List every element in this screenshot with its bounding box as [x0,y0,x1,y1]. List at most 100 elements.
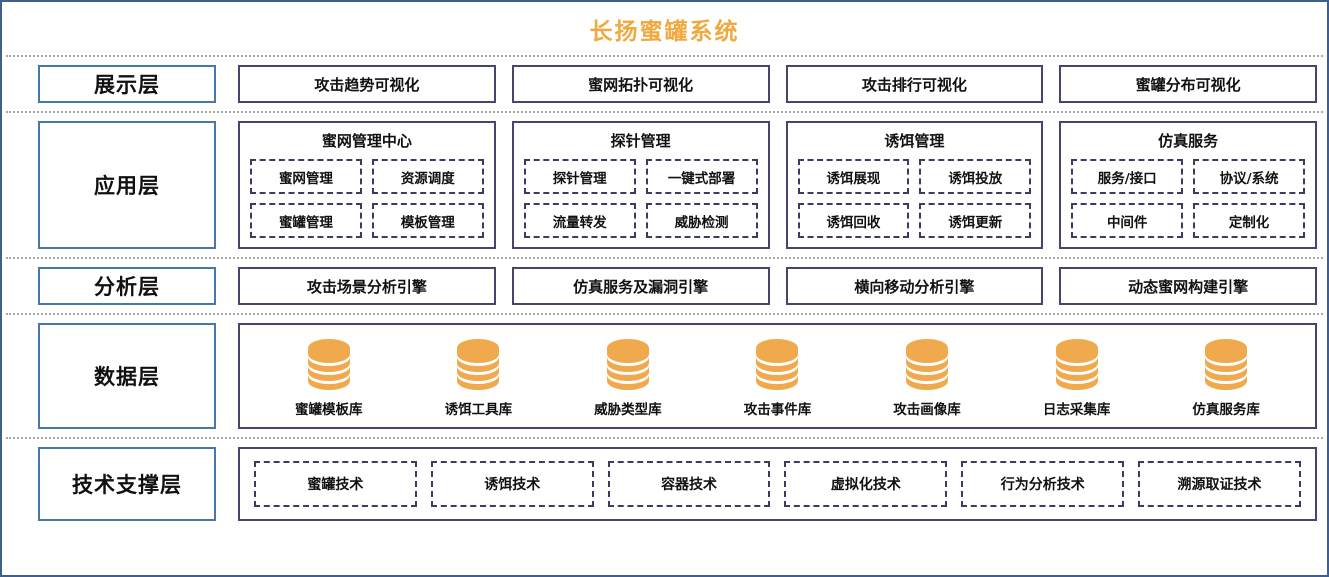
layer-label-display: 展示层 [38,65,216,103]
app-chip-decoy-update[interactable]: 诱饵更新 [919,203,1032,238]
page-title: 长扬蜜罐系统 [589,18,740,45]
app-chip-resource-scheduling[interactable]: 资源调度 [371,159,484,194]
database-icon [906,339,949,390]
app-chip-middleware[interactable]: 中间件 [1071,203,1184,238]
database-icon [606,339,649,390]
database-icon [457,339,500,390]
row-separator [6,437,1323,439]
card-label: 横向移动分析引擎 [854,277,975,296]
layer-row-technical-support: 技术支撑层 蜜罐技术 诱饵技术 容器技术 虚拟化技术 行为分析技术 溯源取证技术 [2,439,1327,529]
database-panel: 蜜罐模板库 诱饵工具库 [238,323,1317,429]
database-icon [1055,339,1098,390]
card-label: 蜜网拓扑可视化 [588,75,694,94]
layer-name: 分析层 [94,275,160,299]
layer-label-application: 应用层 [38,121,216,249]
database-label: 攻击画像库 [893,402,961,418]
group-title: 蜜网管理中心 [321,132,412,150]
layer-name: 应用层 [94,174,160,198]
app-chip-honeynet-management[interactable]: 蜜网管理 [250,159,362,194]
group-title: 探针管理 [610,132,671,150]
tech-chip-traceability-forensics-technology[interactable]: 溯源取证技术 [1138,461,1301,507]
display-item-attack-trend[interactable]: 攻击趋势可视化 [238,65,496,103]
group-chip-grid: 服务/接口 协议/系统 中间件 定制化 [1071,159,1305,238]
app-chip-honeypot-management[interactable]: 蜜罐管理 [250,203,362,238]
card-label: 动态蜜网构建引擎 [1128,277,1249,296]
app-chip-decoy-recovery[interactable]: 诱饵回收 [797,203,910,238]
group-chip-grid: 探针管理 一键式部署 流量转发 威胁检测 [523,159,758,238]
tech-chip-container-technology[interactable]: 容器技术 [607,461,771,507]
app-chip-probe-management[interactable]: 探针管理 [523,159,636,194]
layer-content-technical-support: 蜜罐技术 诱饵技术 容器技术 虚拟化技术 行为分析技术 溯源取证技术 [238,447,1317,521]
layer-content-data: 蜜罐模板库 诱饵工具库 [238,323,1317,429]
technology-panel: 蜜罐技术 诱饵技术 容器技术 虚拟化技术 行为分析技术 溯源取证技术 [238,447,1317,521]
database-label: 攻击事件库 [743,402,812,418]
app-chip-one-click-deploy[interactable]: 一键式部署 [645,159,758,194]
database-item-attack-event[interactable]: 攻击事件库 [743,334,812,418]
app-chip-threat-detection[interactable]: 威胁检测 [645,203,758,238]
app-chip-service-interface[interactable]: 服务/接口 [1071,159,1184,194]
analysis-item-dynamic-honeynet-engine[interactable]: 动态蜜网构建引擎 [1059,267,1317,305]
database-label: 诱饵工具库 [444,402,513,418]
database-icon [756,339,799,390]
layer-label-analysis: 分析层 [38,267,216,305]
database-label: 威胁类型库 [594,402,662,418]
display-item-attack-ranking[interactable]: 攻击排行可视化 [785,65,1044,103]
app-chip-decoy-deployment[interactable]: 诱饵投放 [919,159,1032,194]
app-chip-customization[interactable]: 定制化 [1193,203,1305,238]
group-title: 诱饵管理 [884,132,945,150]
display-item-honeypot-distribution[interactable]: 蜜罐分布可视化 [1059,65,1317,103]
row-separator [6,55,1323,57]
database-item-decoy-tool[interactable]: 诱饵工具库 [444,334,513,418]
diagram-title-band: 长扬蜜罐系统 [2,2,1327,55]
card-label: 攻击场景分析引擎 [306,277,427,296]
layer-row-display: 展示层 攻击趋势可视化 蜜网拓扑可视化 攻击排行可视化 蜜罐分布可视化 [2,57,1327,111]
tech-chip-virtualization-technology[interactable]: 虚拟化技术 [784,461,948,507]
layer-name: 展示层 [94,73,160,97]
layer-row-data: 数据层 蜜罐模板库 [2,315,1327,437]
row-separator [6,257,1323,259]
database-item-emulation-service[interactable]: 仿真服务库 [1192,334,1260,418]
card-label: 蜜罐分布可视化 [1135,75,1241,94]
app-chip-template-management[interactable]: 模板管理 [371,203,484,238]
group-chip-grid: 蜜网管理 资源调度 蜜罐管理 模板管理 [250,159,484,238]
app-chip-traffic-forwarding[interactable]: 流量转发 [523,203,636,238]
layer-row-analysis: 分析层 攻击场景分析引擎 仿真服务及漏洞引擎 横向移动分析引擎 动态蜜网构建引擎 [2,259,1327,313]
database-icon [307,339,350,390]
app-group-emulation-service: 仿真服务 服务/接口 协议/系统 中间件 定制化 [1059,121,1317,249]
display-item-honeynet-topology[interactable]: 蜜网拓扑可视化 [511,65,770,103]
database-icon [1205,339,1248,390]
database-item-attack-profile[interactable]: 攻击画像库 [893,334,961,418]
database-item-log-collection[interactable]: 日志采集库 [1042,334,1111,418]
card-label: 攻击排行可视化 [861,75,967,94]
group-chip-grid: 诱饵展现 诱饵投放 诱饵回收 诱饵更新 [797,159,1032,238]
analysis-item-emulation-vulnerability-engine[interactable]: 仿真服务及漏洞引擎 [511,267,770,305]
layer-content-display: 攻击趋势可视化 蜜网拓扑可视化 攻击排行可视化 蜜罐分布可视化 [238,65,1317,103]
database-label: 日志采集库 [1042,402,1111,418]
tech-chip-decoy-technology[interactable]: 诱饵技术 [430,461,594,507]
app-group-decoy-management: 诱饵管理 诱饵展现 诱饵投放 诱饵回收 诱饵更新 [785,121,1044,249]
analysis-item-attack-scenario-engine[interactable]: 攻击场景分析引擎 [238,267,496,305]
database-item-threat-type[interactable]: 威胁类型库 [594,334,662,418]
card-label: 仿真服务及漏洞引擎 [573,277,709,296]
layer-content-application: 蜜网管理中心 蜜网管理 资源调度 蜜罐管理 模板管理 探针管理 探针管理 一键式… [238,121,1317,249]
layer-label-data: 数据层 [38,323,216,429]
row-separator [6,111,1323,113]
app-chip-decoy-display[interactable]: 诱饵展现 [797,159,910,194]
app-group-honeynet-management-center: 蜜网管理中心 蜜网管理 资源调度 蜜罐管理 模板管理 [238,121,496,249]
group-title: 仿真服务 [1158,132,1219,150]
database-item-honeypot-template[interactable]: 蜜罐模板库 [295,334,363,418]
layer-name: 数据层 [94,365,160,389]
layer-label-technical-support: 技术支撑层 [38,447,216,521]
app-group-probe-management: 探针管理 探针管理 一键式部署 流量转发 威胁检测 [511,121,770,249]
app-chip-protocol-system[interactable]: 协议/系统 [1193,159,1305,194]
layer-content-analysis: 攻击场景分析引擎 仿真服务及漏洞引擎 横向移动分析引擎 动态蜜网构建引擎 [238,267,1317,305]
database-label: 仿真服务库 [1192,402,1260,418]
layer-row-application: 应用层 蜜网管理中心 蜜网管理 资源调度 蜜罐管理 模板管理 探针管理 探针管理… [2,113,1327,257]
analysis-item-lateral-movement-engine[interactable]: 横向移动分析引擎 [785,267,1044,305]
tech-chip-behavior-analysis-technology[interactable]: 行为分析技术 [961,461,1125,507]
row-separator [6,313,1323,315]
database-label: 蜜罐模板库 [295,402,363,418]
tech-chip-honeypot-technology[interactable]: 蜜罐技术 [254,461,417,507]
card-label: 攻击趋势可视化 [314,75,420,94]
